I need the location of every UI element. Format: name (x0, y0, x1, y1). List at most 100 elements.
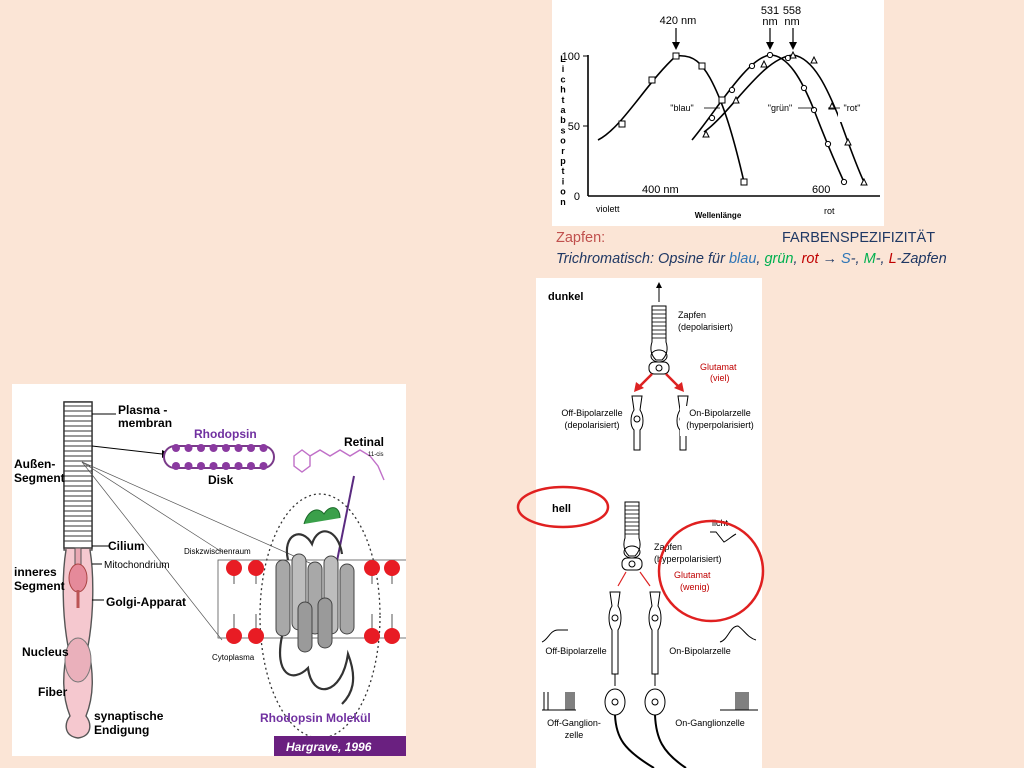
x-axis-label: Wellenlänge (695, 211, 742, 220)
marker-rot (732, 95, 740, 104)
light-glutamat-amount: (wenig) (680, 582, 710, 592)
y-label-letter: b (560, 115, 566, 125)
caption-line-1: Zapfen: FARBENSPEZIFIZITÄT (556, 230, 946, 250)
light-on-bipolar-label: On-Bipolarzelle (669, 646, 731, 656)
rhodopsin-dot (234, 462, 243, 470)
zoom-line-1 (81, 461, 223, 553)
rhodopsin-dot (197, 444, 205, 452)
caption-line-2: Trichromatisch: Opsine für blau, grün, r… (556, 251, 947, 267)
lipid-head (364, 628, 380, 644)
dark-cone-nucleus (655, 364, 663, 372)
lipid-head (248, 628, 264, 644)
marker-blau (672, 52, 680, 60)
y-label-letter: n (560, 197, 566, 207)
curve-label-rot: "rot" (844, 103, 861, 113)
light-cone-outer-segment (623, 501, 641, 557)
helix-6 (297, 601, 313, 653)
label-endigung: Endigung (94, 723, 149, 737)
y-tick-label-0: 0 (574, 191, 580, 203)
lipid-head (364, 560, 380, 576)
retinal-molecule (293, 449, 385, 481)
dark-cone-state: (depolarisiert) (678, 322, 733, 332)
dark-off-bipolar-nucleus (633, 415, 641, 423)
credit-bar (274, 736, 406, 756)
y-label-letter: s (560, 125, 565, 135)
label-golgi: Golgi-Apparat (106, 595, 186, 609)
marker-gruen (728, 86, 736, 94)
marker-gruen (766, 51, 774, 59)
marker-rot (789, 50, 797, 59)
peak-label-420: 420 nm (660, 15, 697, 27)
rod-mitochondria (68, 563, 88, 593)
curve-label-blau: "blau" (670, 103, 693, 113)
off-ganglion-axon (614, 714, 655, 768)
label-aussen: Außen- (14, 457, 55, 471)
retinal-circuit-svg: dunkel Zapfen (depolarisiert) Glutamat (… (541, 282, 760, 768)
peak-label-531: 531 (761, 5, 779, 17)
light-cone-terminal (621, 557, 643, 571)
label-cytoplasma: Cytoplasma (212, 653, 255, 662)
zoom-line-2 (81, 461, 223, 641)
lipid-head (226, 560, 242, 576)
disk-capsule (163, 445, 275, 469)
rod-nucleus (64, 637, 92, 683)
y-label-letter: i (562, 176, 565, 186)
marker-gruen (748, 62, 756, 70)
dark-glutamat-arrowhead-left (634, 382, 644, 392)
off-ganglion-spike-train (542, 692, 576, 711)
marker-blau (740, 178, 748, 186)
lipid-bilayer (226, 560, 400, 644)
x-tick-label-600: 600 (812, 184, 830, 196)
off-ganglion-label-2: zelle (565, 730, 584, 740)
light-glutamat-arrow-right (639, 571, 651, 587)
light-on-bipolar-cell (648, 591, 662, 675)
label-11-cis: 11-cis (368, 452, 384, 458)
on-bipolar-response-trace (719, 625, 757, 643)
caption-s: S (841, 251, 851, 267)
peak-arrowhead-531 (766, 42, 774, 50)
label-inneres: inneres (14, 565, 57, 579)
rhodopsin-dot (222, 444, 230, 452)
label-retinal: Retinal (344, 435, 384, 449)
rhodopsin-dot (222, 462, 230, 470)
label-fiber: Fiber (38, 685, 68, 699)
dark-on-label-box (680, 406, 760, 436)
marker-rot (760, 59, 768, 68)
curve-data-markers (618, 50, 868, 186)
label-hell: hell (552, 503, 571, 515)
caption-rot: rot (801, 251, 819, 267)
y-tick-label-100: 100 (562, 51, 580, 63)
on-ganglion-nucleus (651, 698, 659, 706)
helix-5 (339, 563, 355, 635)
dark-on-bipolar-state: (hyperpolarisiert) (686, 420, 754, 430)
light-cone-label: Zapfen (654, 542, 682, 552)
label-box-gruen (762, 100, 808, 122)
caption-farbenspezifizitaet: FARBENSPEZIFIZITÄT (782, 230, 936, 246)
y-label-letter: o (560, 136, 566, 146)
caption-zapfen: Zapfen: (556, 230, 606, 246)
marker-rot (828, 101, 836, 110)
label-inneres-segment: Segment (14, 579, 65, 593)
label-rhodopsin: Rhodopsin (194, 427, 257, 441)
label-plasma: Plasma - (118, 403, 167, 417)
lipid-head (226, 628, 242, 644)
peak-arrowhead-420 (672, 42, 680, 50)
rhodopsin-dot (247, 462, 255, 470)
light-glutamat-label: Glutamat (674, 570, 711, 580)
y-label-letter: a (560, 105, 566, 115)
dark-cone-label: Zapfen (678, 310, 706, 320)
y-label-letter: c (560, 74, 565, 84)
y-label-letter: h (560, 85, 566, 95)
label-aussen-segment: Segment (14, 471, 65, 485)
marker-blau (718, 96, 726, 104)
off-bipolar-response-trace (541, 629, 568, 643)
dark-cone-terminal (648, 361, 670, 375)
rhodopsin-dot (247, 444, 255, 452)
label-diskzwischenraum: Diskzwischenraum (184, 547, 251, 556)
rhodopsin-dot (209, 462, 218, 470)
red-cone-curve (703, 54, 865, 183)
dark-off-bipolar-state: (depolarisiert) (564, 420, 619, 430)
dark-off-bipolar-cell (630, 395, 644, 451)
light-cone-response-trace (710, 531, 737, 543)
